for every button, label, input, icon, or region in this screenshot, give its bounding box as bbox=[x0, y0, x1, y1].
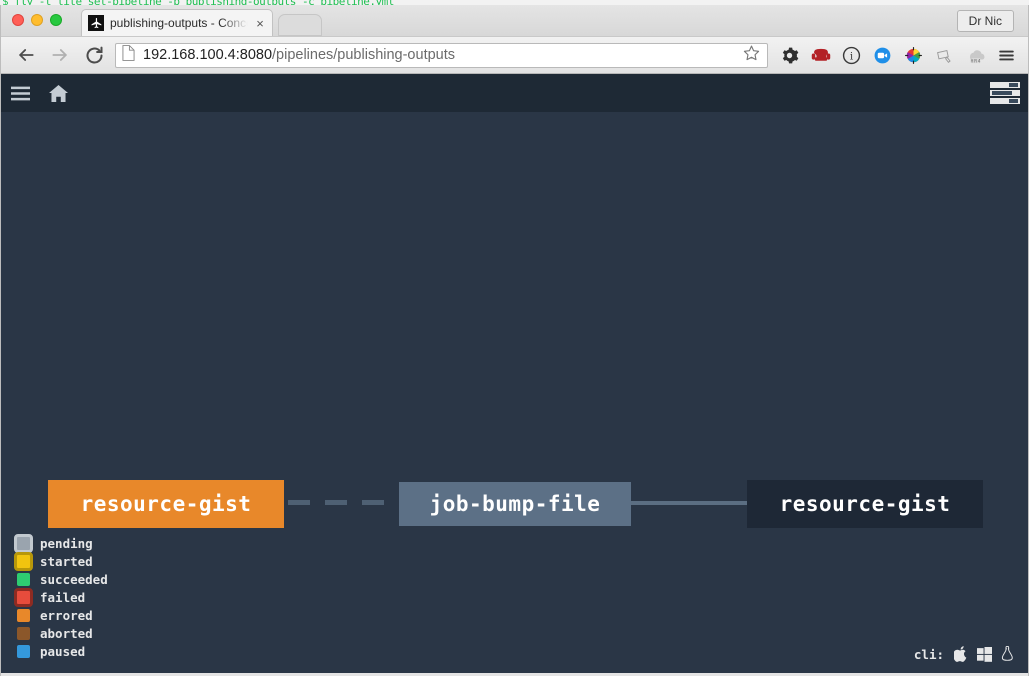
url-host: 192.168.100.4:8080 bbox=[143, 47, 273, 63]
cli-downloads: cli: bbox=[914, 646, 1014, 662]
minimize-window-button[interactable] bbox=[31, 14, 43, 26]
maximize-window-button[interactable] bbox=[50, 14, 62, 26]
new-tab-button[interactable] bbox=[278, 14, 322, 36]
extension-icons: i bbox=[774, 40, 1028, 70]
cli-label: cli: bbox=[913, 646, 944, 662]
legend-swatch-started bbox=[14, 551, 33, 571]
legend-swatch-aborted bbox=[17, 626, 30, 640]
pipeline-node-job-bump-file[interactable]: job-bump-file bbox=[399, 482, 631, 526]
profile-button[interactable]: Dr Nic bbox=[956, 10, 1014, 32]
legend-item-errored: errored bbox=[14, 606, 108, 624]
pipeline-graph: resource-gist job-bump-file resource-gis… bbox=[1, 112, 1028, 673]
linux-icon[interactable] bbox=[1001, 646, 1014, 662]
desktop-background-strip: $ fly -t lite set-pipeline -p publishing… bbox=[0, 0, 1029, 7]
concourse-app: resource-gist job-bump-file resource-gis… bbox=[1, 74, 1028, 673]
apple-icon[interactable] bbox=[954, 646, 968, 662]
video-camera-icon[interactable] bbox=[867, 40, 898, 70]
url-text: 192.168.100.4:8080/pipelines/publishing-… bbox=[143, 47, 743, 63]
pipeline-node-resource-gist-right[interactable]: resource-gist bbox=[747, 480, 983, 528]
color-wheel-icon[interactable] bbox=[898, 40, 929, 70]
svg-text:i: i bbox=[850, 50, 854, 62]
terminal-text: $ fly -t lite set-pipeline -p publishing… bbox=[2, 0, 394, 7]
legend-label-errored: errored bbox=[40, 607, 93, 623]
close-window-button[interactable] bbox=[12, 14, 24, 26]
groups-bar-1 bbox=[990, 82, 1020, 88]
legend-item-aborted: aborted bbox=[14, 624, 108, 642]
url-path: /pipelines/publishing-outputs bbox=[272, 47, 456, 63]
back-button[interactable] bbox=[11, 40, 41, 70]
pipeline-edge-1 bbox=[288, 500, 395, 505]
tab-title: publishing-outputs - Conco bbox=[110, 16, 252, 30]
legend-item-pending: pending bbox=[14, 533, 108, 553]
legend-swatch-failed bbox=[14, 587, 33, 607]
svg-text:HR4: HR4 bbox=[970, 58, 981, 64]
windows-icon[interactable] bbox=[977, 646, 992, 662]
tab-strip: publishing-outputs - Conco × Dr Nic bbox=[1, 5, 1028, 36]
home-icon[interactable] bbox=[39, 74, 77, 112]
pipeline-edge-2 bbox=[631, 501, 749, 505]
browser-toolbar: 192.168.100.4:8080/pipelines/publishing-… bbox=[1, 36, 1028, 74]
paint-roller-icon[interactable] bbox=[929, 40, 960, 70]
window-controls bbox=[12, 14, 62, 26]
info-circle-icon[interactable]: i bbox=[836, 40, 867, 70]
legend-label-started: started bbox=[40, 553, 93, 569]
reload-button[interactable] bbox=[79, 40, 109, 70]
pipeline-groups-icon[interactable] bbox=[990, 82, 1020, 104]
bookmark-star-icon[interactable] bbox=[743, 44, 761, 66]
legend-swatch-pending bbox=[14, 533, 33, 553]
address-bar[interactable]: 192.168.100.4:8080/pipelines/publishing-… bbox=[115, 42, 768, 68]
legend-label-succeeded: succeeded bbox=[40, 571, 108, 587]
status-legend: pending started succeeded failed errored bbox=[14, 533, 108, 660]
legend-label-pending: pending bbox=[40, 535, 93, 551]
groups-bar-2 bbox=[990, 90, 1020, 96]
gear-icon[interactable] bbox=[774, 40, 805, 70]
legend-item-paused: paused bbox=[14, 642, 108, 660]
legend-item-started: started bbox=[14, 551, 108, 571]
legend-item-succeeded: succeeded bbox=[14, 570, 108, 588]
legend-item-failed: failed bbox=[14, 587, 108, 607]
groups-bar-3 bbox=[990, 98, 1020, 104]
airplane-icon bbox=[88, 15, 104, 31]
armchair-icon[interactable] bbox=[805, 40, 836, 70]
page-document-icon bbox=[122, 44, 136, 66]
concourse-top-bar bbox=[1, 74, 1028, 112]
browser-window: publishing-outputs - Conco × Dr Nic bbox=[0, 5, 1029, 676]
cloud-hr4-icon[interactable]: HR4 bbox=[960, 40, 991, 70]
legend-swatch-paused bbox=[17, 644, 30, 658]
legend-label-paused: paused bbox=[40, 643, 86, 659]
legend-swatch-errored bbox=[17, 608, 30, 622]
legend-swatch-succeeded bbox=[17, 572, 30, 586]
hamburger-icon[interactable] bbox=[1, 74, 39, 112]
menu-icon[interactable] bbox=[991, 40, 1022, 70]
forward-button[interactable] bbox=[45, 40, 75, 70]
pipeline-node-resource-gist-left[interactable]: resource-gist bbox=[48, 480, 284, 528]
close-tab-button[interactable]: × bbox=[256, 15, 264, 31]
legend-label-aborted: aborted bbox=[40, 625, 93, 641]
legend-label-failed: failed bbox=[40, 589, 86, 605]
browser-tab[interactable]: publishing-outputs - Conco × bbox=[81, 9, 273, 36]
